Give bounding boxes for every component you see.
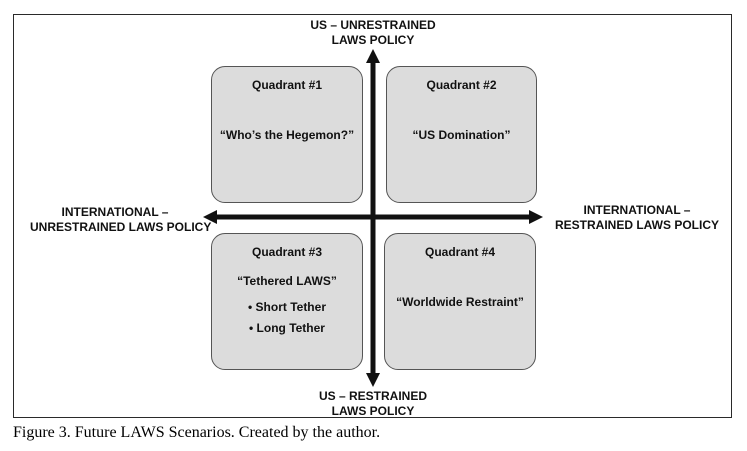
axis-label-left-line2: UNRESTRAINED LAWS POLICY xyxy=(30,220,212,234)
axis-label-left-line1: INTERNATIONAL – xyxy=(61,205,169,219)
quadrant-1: Quadrant #1 “Who’s the Hegemon?” xyxy=(211,66,363,203)
figure-caption: Figure 3. Future LAWS Scenarios. Created… xyxy=(13,424,381,441)
axis-label-bottom-line2: LAWS POLICY xyxy=(331,404,415,418)
quadrant-4-title: Quadrant #4 xyxy=(424,245,496,259)
quadrant-1-scenario: “Who’s the Hegemon?” xyxy=(219,128,355,142)
arrow-left-icon xyxy=(203,210,217,224)
arrow-down-icon xyxy=(366,373,380,387)
axis-label-right-line2: RESTRAINED LAWS POLICY xyxy=(554,218,719,232)
quadrant-2: Quadrant #2 “US Domination” xyxy=(386,66,537,203)
quadrant-4: Quadrant #4 “Worldwide Restraint” xyxy=(384,233,536,370)
quadrant-3-bullets: • Short Tether • Long Tether xyxy=(212,297,362,339)
quadrant-2-scenario: “US Domination” xyxy=(412,128,511,142)
axis-label-top: US – UNRESTRAINED LAWS POLICY xyxy=(293,18,453,48)
quadrant-3-title: Quadrant #3 xyxy=(251,245,323,259)
arrow-right-icon xyxy=(529,210,543,224)
quadrant-4-scenario: “Worldwide Restraint” xyxy=(396,295,524,309)
axis-label-top-line1: US – UNRESTRAINED xyxy=(310,18,436,32)
quadrant-3-scenario: “Tethered LAWS” xyxy=(237,274,337,288)
arrow-up-icon xyxy=(366,49,380,63)
axis-label-left: INTERNATIONAL – UNRESTRAINED LAWS POLICY xyxy=(30,205,212,235)
axis-label-bottom: US – RESTRAINED LAWS POLICY xyxy=(293,389,453,419)
bullet-short-tether: • Short Tether xyxy=(248,300,326,314)
figure-frame xyxy=(13,14,732,418)
quadrant-1-title: Quadrant #1 xyxy=(251,78,323,92)
quadrant-3: Quadrant #3 “Tethered LAWS” • Short Teth… xyxy=(211,233,363,370)
axis-label-top-line2: LAWS POLICY xyxy=(331,33,415,47)
axis-label-right-line1: INTERNATIONAL – xyxy=(583,203,691,217)
axis-label-right: INTERNATIONAL – RESTRAINED LAWS POLICY xyxy=(553,203,721,233)
axis-label-bottom-line1: US – RESTRAINED xyxy=(318,389,428,403)
bullet-long-tether: • Long Tether xyxy=(249,321,325,335)
quadrant-2-title: Quadrant #2 xyxy=(426,78,497,92)
